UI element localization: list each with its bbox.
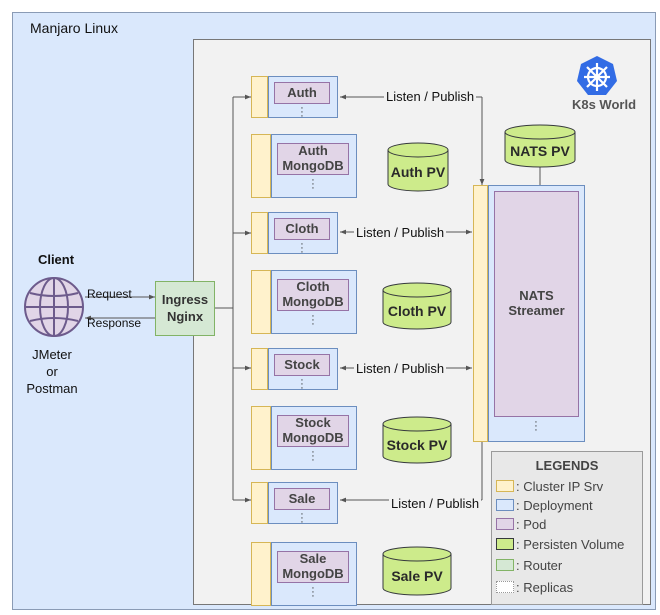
legend-label: : Router [516,557,563,573]
legend-item-persistent-volume: : Persisten Volume [496,536,625,552]
sale-pv-cylinder [382,546,452,596]
legend-swatch [496,538,514,550]
legend-label: : Deployment [516,497,593,513]
stock-pod: Stock [274,354,330,376]
tool-postman: Postman [26,381,78,396]
auth-cluster-ip [251,76,268,118]
nats-cluster-ip [473,185,488,442]
stock-cluster-ip [251,348,268,390]
client-title: Client [37,252,75,267]
client-tools: JMeter or Postman [20,346,84,397]
legend-item-cluster-ip: : Cluster IP Srv [496,478,604,494]
tool-or: or [46,364,58,379]
auth-db-cluster-ip [251,134,271,198]
kubernetes-icon [576,55,618,97]
legend-swatch [496,480,514,492]
legend-title: LEGENDS [535,458,599,473]
legend: LEGENDS : Cluster IP Srv : Deployment : … [491,451,643,605]
cloth-pv-cylinder [382,282,452,330]
nats-replicas: ··· [534,416,538,436]
legend-label: : Pod [516,516,547,532]
stock-replicas: ··· [300,374,304,394]
nats-pv-label: NATS PV [510,143,570,159]
stock-listen-publish: Listen / Publish [354,361,447,376]
cloth-db-line1: Cloth [296,279,330,295]
legend-item-pod: : Pod [496,516,547,532]
nats-pv-cylinder [504,124,576,168]
auth-pod: Auth [274,82,330,104]
legend-item-replicas: : Replicas [496,579,574,595]
sale-listen-publish: Listen / Publish [389,496,482,511]
sale-db-replicas: ··· [311,582,315,602]
stock-db-line2: MongoDB [282,430,344,445]
cloth-db-cluster-ip [251,270,271,334]
sale-pv-label: Sale PV [391,568,443,584]
cloth-listen-publish: Listen / Publish [354,225,447,240]
cloth-db-replicas: ··· [311,310,315,330]
auth-db-line1: Auth [298,143,328,159]
legend-swatch [496,518,514,530]
sale-db-line1: Sale [299,551,327,567]
k8s-label: K8s World [571,97,637,112]
legend-swatch [496,499,514,511]
auth-pv-label: Auth PV [390,164,446,180]
legend-swatch [496,581,514,593]
legend-item-router: : Router [496,557,563,573]
stock-pv-cylinder [382,416,452,464]
nats-line2: Streamer [508,303,565,318]
router-line2: Nginx [166,308,204,324]
router-line1: Ingress [161,292,209,308]
request-label: Request [87,287,132,301]
stock-db-cluster-ip [251,406,271,470]
sale-pod: Sale [274,488,330,510]
os-label: Manjaro Linux [30,20,118,36]
auth-db-replicas: ··· [311,174,315,194]
legend-label: : Persisten Volume [516,536,625,552]
nats-line1: NATS [519,288,554,304]
stock-pv-label: Stock PV [386,437,448,453]
legend-label: : Cluster IP Srv [516,478,604,494]
cloth-pv-label: Cloth PV [387,303,447,319]
sale-db-line2: MongoDB [282,566,344,581]
sale-cluster-ip [251,482,268,524]
cloth-cluster-ip [251,212,268,254]
legend-item-deployment: : Deployment [496,497,593,513]
auth-pv-cylinder [387,142,449,192]
cloth-db-line2: MongoDB [282,294,344,309]
sale-replicas: ··· [300,508,304,528]
cloth-replicas: ··· [300,238,304,258]
globe-icon [22,275,86,339]
cloth-pod: Cloth [274,218,330,240]
legend-swatch [496,559,514,571]
response-label: Response [87,316,142,330]
auth-listen-publish: Listen / Publish [384,89,477,104]
stock-db-line1: Stock [295,415,331,431]
auth-replicas: ··· [300,102,304,122]
sale-db-cluster-ip [251,542,271,606]
legend-label: : Replicas [516,579,574,595]
tool-jmeter: JMeter [32,347,72,362]
auth-db-line2: MongoDB [282,158,344,173]
stock-db-replicas: ··· [311,446,315,466]
